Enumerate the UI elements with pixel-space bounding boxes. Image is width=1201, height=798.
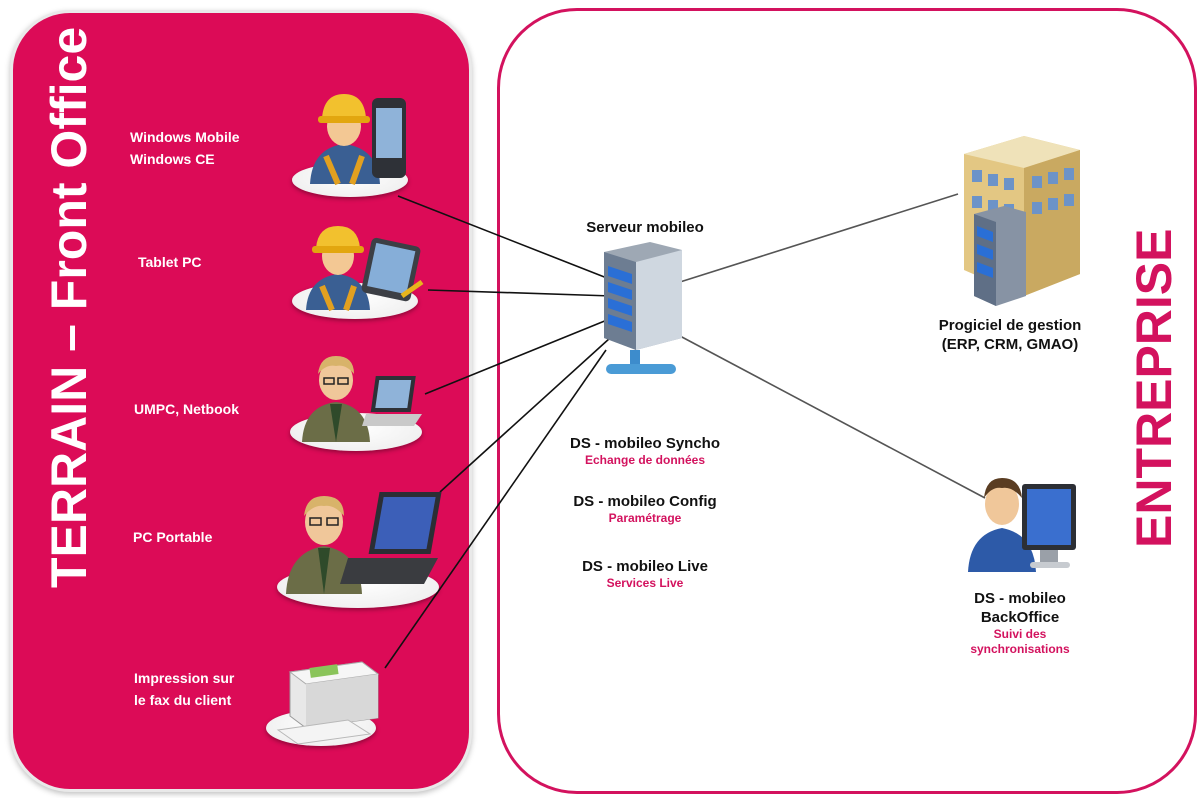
server-module-live: DS - mobileo Live Services Live <box>540 557 750 591</box>
device-pc-portable: PC Portable <box>133 526 212 548</box>
device-label-line1: Windows Mobile <box>130 129 240 145</box>
backoffice-line2: BackOffice <box>980 609 1060 626</box>
link-mobile <box>397 195 613 281</box>
backoffice-label: DS - mobileo BackOffice Suivi des synchr… <box>940 589 1100 657</box>
server-module-config: DS - mobileo Config Paramétrage <box>540 492 750 526</box>
backoffice-line1: DS - mobileo <box>974 590 1066 607</box>
device-label-line1: UMPC, Netbook <box>134 401 239 417</box>
link-tablet <box>427 289 613 297</box>
device-label-line2: Windows CE <box>130 151 215 167</box>
progiciel-line1: Progiciel de gestion <box>938 317 1082 334</box>
backoffice-desc1: Suivi des <box>993 627 1047 641</box>
device-label-line1: Impression sur <box>134 670 235 686</box>
module-name: DS - mobileo Live <box>582 558 708 575</box>
link-netbook <box>424 317 613 395</box>
module-desc: Echange de données <box>584 453 706 467</box>
backoffice-desc2: synchronisations <box>970 642 1070 656</box>
worker-phone-icon <box>310 94 406 186</box>
businessman-netbook-icon <box>302 356 422 442</box>
device-tablet-pc: Tablet PC <box>138 251 202 273</box>
device-label-line1: PC Portable <box>133 529 213 545</box>
device-windows-mobile: Windows Mobile Windows CE <box>130 126 430 196</box>
printer-icon <box>276 661 380 744</box>
module-name: DS - mobileo Config <box>573 493 717 510</box>
entreprise-panel <box>497 8 1197 794</box>
module-name: DS - mobileo Syncho <box>569 435 720 452</box>
device-printer: Impression sur le fax du client <box>134 667 234 711</box>
link-backoffice <box>679 335 986 499</box>
server-icon <box>604 242 682 374</box>
link-laptop <box>439 337 611 493</box>
module-desc: Paramétrage <box>608 511 682 525</box>
device-label-line2: le fax du client <box>134 692 232 708</box>
progiciel-line2: (ERP, CRM, GMAO) <box>941 336 1079 353</box>
link-progiciel <box>679 193 959 283</box>
user-computer-icon <box>968 478 1076 572</box>
module-desc: Services Live <box>606 576 684 590</box>
server-module-syncho: DS - mobileo Syncho Echange de données <box>540 434 750 468</box>
office-building-server-icon <box>964 136 1080 306</box>
worker-tablet-icon <box>306 226 424 312</box>
server-title: Serveur mobileo <box>586 219 704 236</box>
businessman-laptop-icon <box>286 492 442 594</box>
device-umpc-netbook: UMPC, Netbook <box>134 398 239 420</box>
device-label-line1: Tablet PC <box>138 254 202 270</box>
link-printer <box>384 349 607 669</box>
progiciel-label: Progiciel de gestion (ERP, CRM, GMAO) <box>895 316 1125 354</box>
